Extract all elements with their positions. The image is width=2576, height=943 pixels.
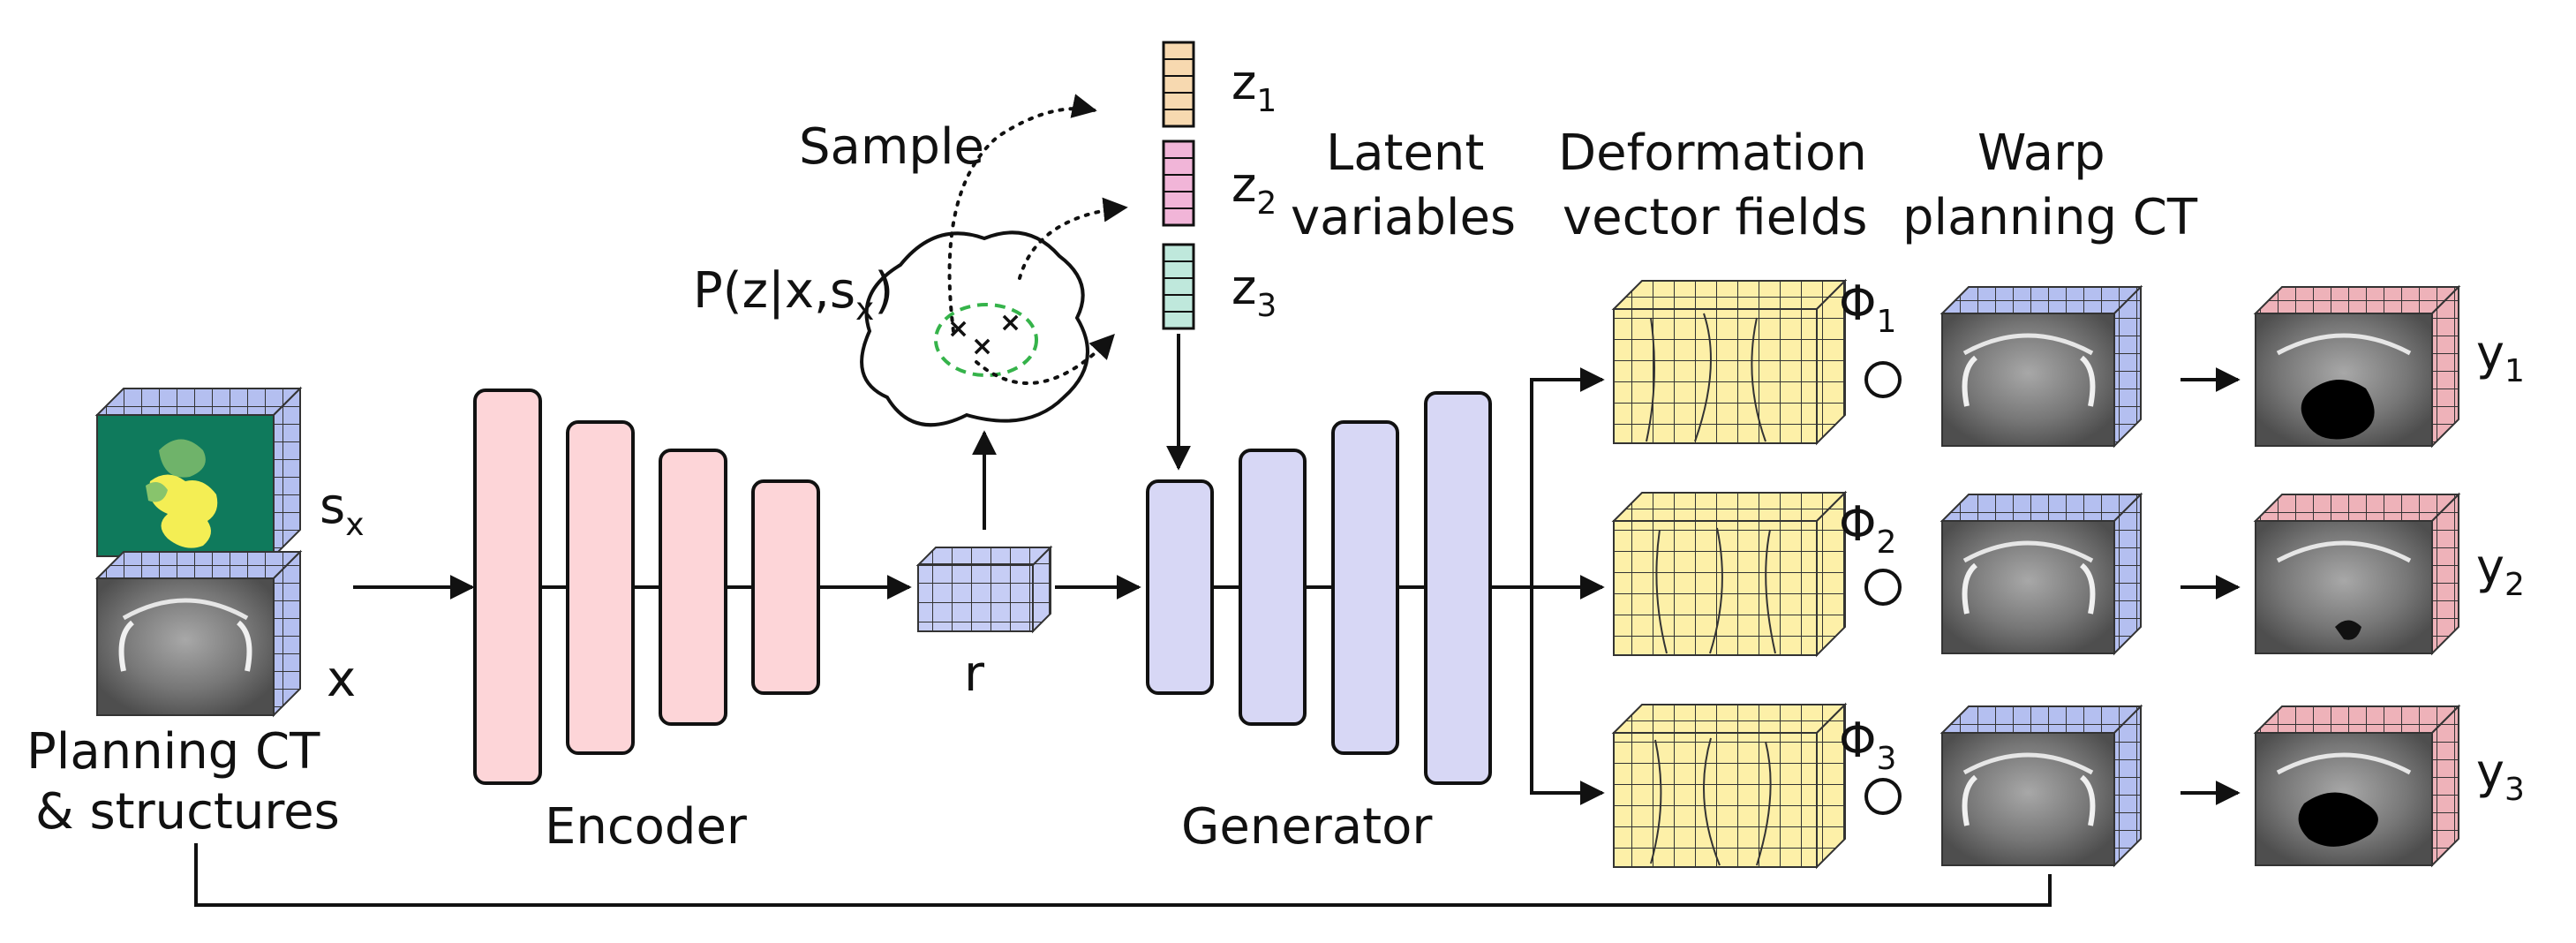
sample-label: Sample — [799, 118, 984, 176]
warp-caption-line1: Warp — [1977, 124, 2105, 182]
dvf-caption-line1: Deformation — [1558, 124, 1867, 182]
planning-ct-caption-line1: Planning CT — [26, 723, 320, 781]
dvf-volume-2 — [1611, 490, 1848, 658]
warp-caption-line2: planning CT — [1902, 189, 2198, 246]
latent-z1 — [1162, 41, 1195, 128]
y1-label: y1 — [2476, 325, 2525, 389]
generator-layer-1 — [1146, 479, 1214, 695]
posterior-distribution: × × × — [860, 230, 1089, 427]
dvf-volume-1 — [1611, 278, 1848, 446]
encoder-layer-2 — [566, 420, 635, 755]
latent-caption-line2: variables — [1291, 189, 1516, 246]
r-label: r — [964, 645, 985, 703]
compose-operator-1 — [1864, 361, 1902, 398]
segmentation-volume — [94, 386, 303, 559]
output-volume-3 — [2253, 704, 2461, 868]
planning-ct-volume — [94, 549, 303, 718]
generator-label: Generator — [1181, 798, 1433, 856]
planning-ct-skip-connection — [194, 843, 2052, 907]
z1-label: z1 — [1232, 55, 1277, 119]
encoder-layer-3 — [659, 449, 727, 726]
dvf-caption-line2: vector fields — [1563, 189, 1867, 246]
warp-ct-volume-2 — [1940, 492, 2143, 656]
planning-ct-caption-line2: & structures — [35, 783, 340, 841]
segmentation-label: sx — [320, 478, 365, 543]
encoder — [473, 389, 900, 785]
generator-branch-arrows — [1490, 367, 1605, 805]
latent-z3 — [1162, 243, 1195, 330]
encoder-layer-1 — [473, 389, 542, 785]
z2-label: z2 — [1232, 157, 1277, 222]
phi2-label: Φ2 — [1839, 496, 1896, 561]
phi1-label: Φ1 — [1839, 275, 1896, 340]
representation-r — [915, 545, 1053, 634]
planning-ct-label: x — [327, 651, 356, 708]
latent-z2 — [1162, 140, 1195, 227]
generator — [1146, 391, 1532, 785]
svg-text:×: × — [999, 307, 1021, 338]
compose-operator-2 — [1864, 569, 1902, 606]
generator-layer-4 — [1424, 391, 1492, 785]
encoder-layer-4 — [751, 479, 820, 695]
latent-caption-line1: Latent — [1326, 124, 1484, 182]
posterior-label: P(z|x,sx) — [693, 262, 893, 328]
compose-operator-3 — [1864, 778, 1902, 815]
z3-label: z3 — [1232, 260, 1277, 324]
encoder-label: Encoder — [545, 798, 748, 856]
phi3-label: Φ3 — [1839, 713, 1896, 777]
sample-arrows — [947, 94, 1128, 385]
dvf-volume-3 — [1611, 702, 1848, 870]
warp-ct-volume-1 — [1940, 284, 2143, 449]
output-volume-2 — [2253, 492, 2461, 656]
y3-label: y3 — [2476, 743, 2525, 808]
generator-layer-2 — [1239, 449, 1307, 726]
warp-ct-volume-3 — [1940, 704, 2143, 868]
svg-text:×: × — [971, 331, 993, 362]
output-volume-1 — [2253, 284, 2461, 449]
y2-label: y2 — [2476, 539, 2525, 603]
generator-layer-3 — [1331, 420, 1399, 755]
